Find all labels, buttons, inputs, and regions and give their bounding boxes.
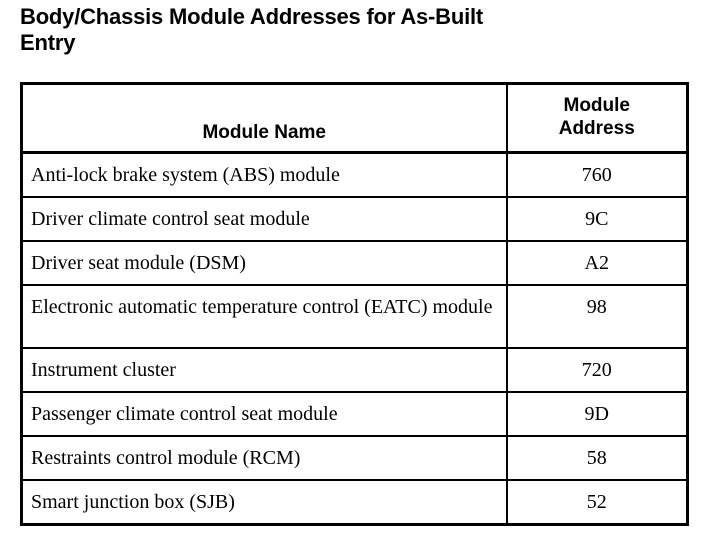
table-header-row: Module Name Module Address — [20, 82, 689, 154]
table-row: Electronic automatic temperature control… — [20, 284, 689, 349]
cell-module-name: Driver seat module (DSM) — [20, 240, 508, 286]
module-name-text: Driver seat module (DSM) — [31, 252, 246, 274]
cell-module-address: 720 — [505, 347, 689, 393]
cell-module-name: Electronic automatic temperature control… — [20, 284, 508, 349]
module-name-text: Instrument cluster — [31, 359, 176, 381]
cell-module-name: Restraints control module (RCM) — [20, 435, 508, 481]
table-row: Restraints control module (RCM) 58 — [20, 435, 689, 481]
module-address-text: 9C — [585, 208, 609, 230]
cell-module-name: Passenger climate control seat module — [20, 391, 508, 437]
cell-module-address: 52 — [505, 479, 689, 526]
cell-module-address: 9D — [505, 391, 689, 437]
cell-module-name: Smart junction box (SJB) — [20, 479, 508, 526]
cell-module-address: 58 — [505, 435, 689, 481]
module-address-text: 52 — [586, 491, 607, 513]
cell-module-address: 98 — [505, 284, 689, 349]
cell-module-address: 9C — [505, 196, 689, 242]
module-name-text: Driver climate control seat module — [31, 208, 310, 230]
column-header-module-name-label: Module Name — [202, 122, 327, 143]
table-row: Anti-lock brake system (ABS) module 760 — [20, 151, 689, 198]
module-address-text: 9D — [584, 403, 609, 425]
module-name-text: Smart junction box (SJB) — [31, 491, 235, 513]
table-row: Driver seat module (DSM) A2 — [20, 240, 689, 286]
cell-module-address: 760 — [505, 151, 689, 198]
table-body: Anti-lock brake system (ABS) module 760 … — [20, 151, 689, 526]
column-header-module-address: Module Address — [505, 82, 689, 154]
cell-module-name: Anti-lock brake system (ABS) module — [20, 151, 508, 198]
cell-module-name: Driver climate control seat module — [20, 196, 508, 242]
table-row: Passenger climate control seat module 9D — [20, 391, 689, 437]
table-row: Driver climate control seat module 9C — [20, 196, 689, 242]
table-row: Smart junction box (SJB) 52 — [20, 479, 689, 526]
page-title: Body/Chassis Module Addresses for As-Bui… — [20, 4, 484, 55]
module-address-text: 760 — [581, 164, 612, 186]
module-address-table: Module Name Module Address Anti-lock bra… — [20, 82, 689, 526]
cell-module-address: A2 — [505, 240, 689, 286]
module-address-text: A2 — [584, 252, 609, 274]
module-address-text: 98 — [586, 296, 607, 318]
cell-module-name: Instrument cluster — [20, 347, 508, 393]
table-header: Module Name Module Address — [20, 82, 689, 154]
module-name-text: Passenger climate control seat module — [31, 403, 338, 425]
module-name-text: Restraints control module (RCM) — [31, 447, 301, 469]
column-header-module-name: Module Name — [20, 82, 508, 154]
module-address-text: 720 — [581, 359, 612, 381]
table-row: Instrument cluster 720 — [20, 347, 689, 393]
module-name-text: Anti-lock brake system (ABS) module — [31, 164, 340, 186]
module-name-text: Electronic automatic temperature control… — [31, 296, 493, 318]
column-header-module-address-label: Module Address — [558, 95, 635, 139]
module-address-text: 58 — [586, 447, 607, 469]
